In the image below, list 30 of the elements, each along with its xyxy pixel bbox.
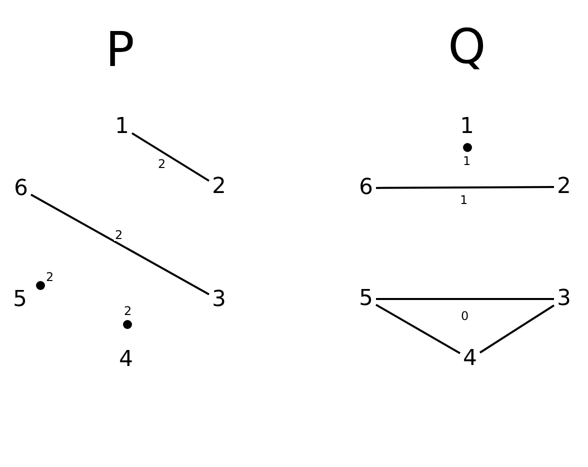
vertex-number: 6 bbox=[11, 176, 31, 202]
vertex-number: 5 bbox=[10, 287, 30, 313]
vertex-number: 3 bbox=[554, 286, 574, 312]
edge-label: 2 bbox=[114, 229, 124, 241]
line-segment bbox=[30, 194, 210, 296]
point-dot bbox=[36, 280, 44, 290]
vertex-number: 5 bbox=[356, 286, 376, 312]
line-segment bbox=[479, 304, 555, 354]
vertex-number: 3 bbox=[209, 287, 229, 313]
line-segment bbox=[376, 298, 554, 300]
point-dot bbox=[462, 142, 472, 152]
line-segment bbox=[376, 186, 554, 189]
value-label: 1 bbox=[462, 155, 472, 167]
vertex-number: 2 bbox=[554, 174, 574, 200]
panel-title: P bbox=[106, 26, 134, 74]
vertex-number: 1 bbox=[112, 114, 132, 140]
value-label: 2 bbox=[45, 271, 55, 283]
edge-label: 2 bbox=[157, 158, 167, 170]
vertex-number: 1 bbox=[457, 114, 477, 140]
edge-label: 1 bbox=[459, 194, 469, 206]
line-segment bbox=[376, 304, 460, 354]
vertex-number: 6 bbox=[356, 175, 376, 201]
line-segment bbox=[131, 132, 210, 182]
panel-title: Q bbox=[448, 23, 486, 71]
vertex-number: 4 bbox=[116, 347, 136, 373]
edge-label: 0 bbox=[460, 310, 470, 322]
vertex-number: 2 bbox=[209, 174, 229, 200]
vertex-number: 4 bbox=[460, 346, 480, 372]
value-label: 2 bbox=[123, 305, 133, 317]
point-dot bbox=[122, 320, 132, 328]
